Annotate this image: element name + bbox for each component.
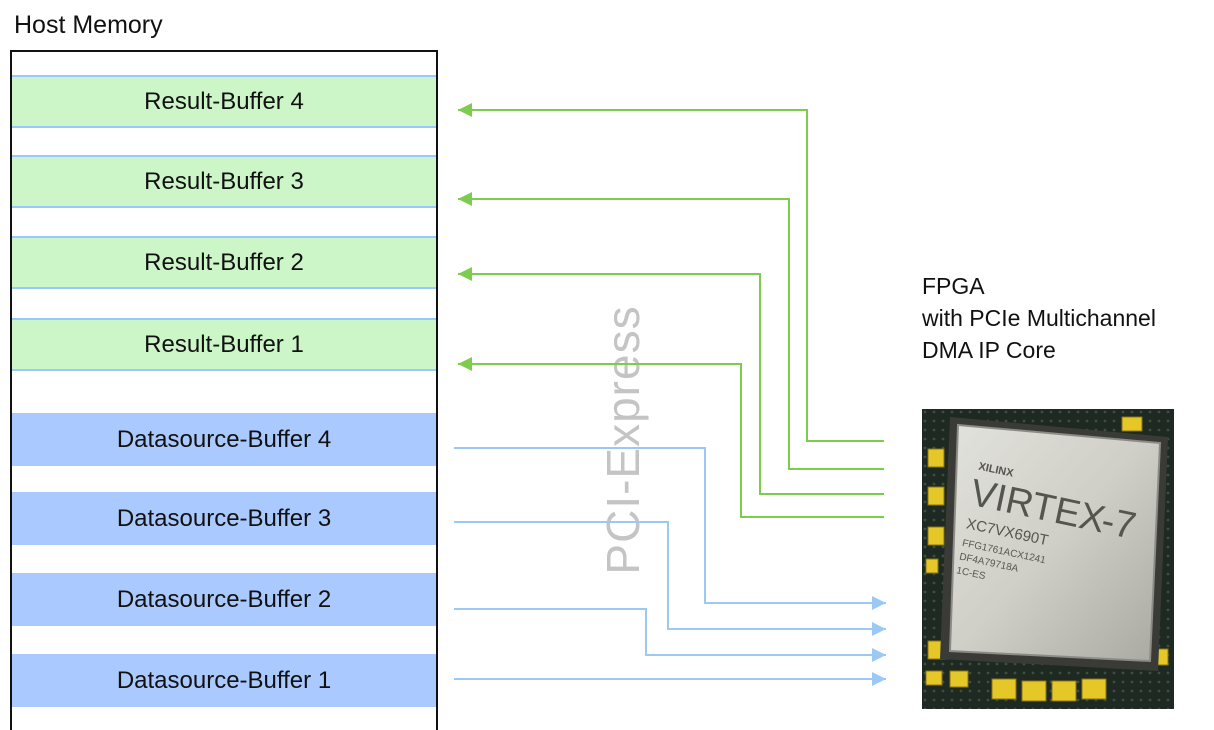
datasource-buffer-2: Datasource-Buffer 2 xyxy=(12,573,436,626)
datasource-wire-4 xyxy=(454,447,886,610)
fpga-package xyxy=(948,423,1162,663)
result-wire-1 xyxy=(458,357,884,518)
result-wire-2 xyxy=(458,267,884,495)
fpga-title-line-1: FPGA xyxy=(922,273,985,299)
result-buffer-1: Result-Buffer 1 xyxy=(12,318,436,371)
datasource-wire-3 xyxy=(454,521,886,636)
yellow-components xyxy=(925,416,1169,702)
datasource-wire-2 xyxy=(454,608,886,662)
fpga-title-line-3: DMA IP Core xyxy=(922,337,1056,363)
host-memory-block: Result-Buffer 4 Result-Buffer 3 Result-B… xyxy=(10,50,438,730)
result-buffer-4: Result-Buffer 4 xyxy=(12,75,436,128)
result-buffer-3: Result-Buffer 3 xyxy=(12,155,436,208)
fpga-title-line-2: with PCIe Multichannel xyxy=(922,305,1156,331)
result-wire-3 xyxy=(458,192,884,470)
datasource-buffer-3: Datasource-Buffer 3 xyxy=(12,492,436,545)
result-buffer-2: Result-Buffer 2 xyxy=(12,236,436,289)
datasource-buffer-4: Datasource-Buffer 4 xyxy=(12,413,436,466)
fpga-title: FPGA with PCIe Multichannel DMA IP Core xyxy=(922,270,1156,366)
datasource-buffer-1: Datasource-Buffer 1 xyxy=(12,654,436,707)
fpga-chip-photo: XILINX VIRTEX -7 XC7VX690T FFG1761ACX124… xyxy=(922,409,1174,709)
host-memory-title: Host Memory xyxy=(14,11,163,39)
result-wire-4 xyxy=(458,103,884,442)
